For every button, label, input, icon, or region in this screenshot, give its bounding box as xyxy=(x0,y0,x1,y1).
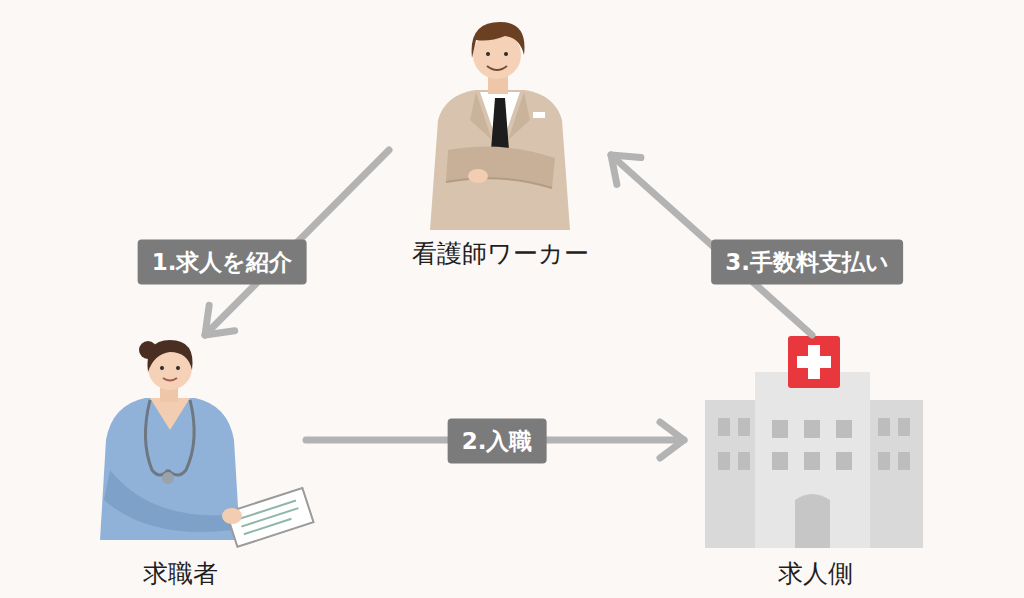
step-label: 1.求人を紹介 xyxy=(138,240,307,285)
node-label: 求職者 xyxy=(54,557,306,590)
figure-node: 求人側 xyxy=(684,335,946,590)
nurse-figure xyxy=(100,340,314,547)
arrow-head xyxy=(660,422,684,458)
node-label: 求人側 xyxy=(684,557,946,590)
hospital-building xyxy=(705,336,923,548)
worker-figure xyxy=(430,22,570,230)
arrow-head xyxy=(611,155,641,184)
figure-node: 求職者 xyxy=(54,335,306,590)
node-label: 看護師ワーカー xyxy=(389,237,611,270)
arrow-head xyxy=(205,305,235,335)
step-label: 2.入職 xyxy=(448,419,547,464)
step-label: 3.手数料支払い xyxy=(711,240,903,285)
figure-node: 看護師ワーカー xyxy=(389,15,611,270)
